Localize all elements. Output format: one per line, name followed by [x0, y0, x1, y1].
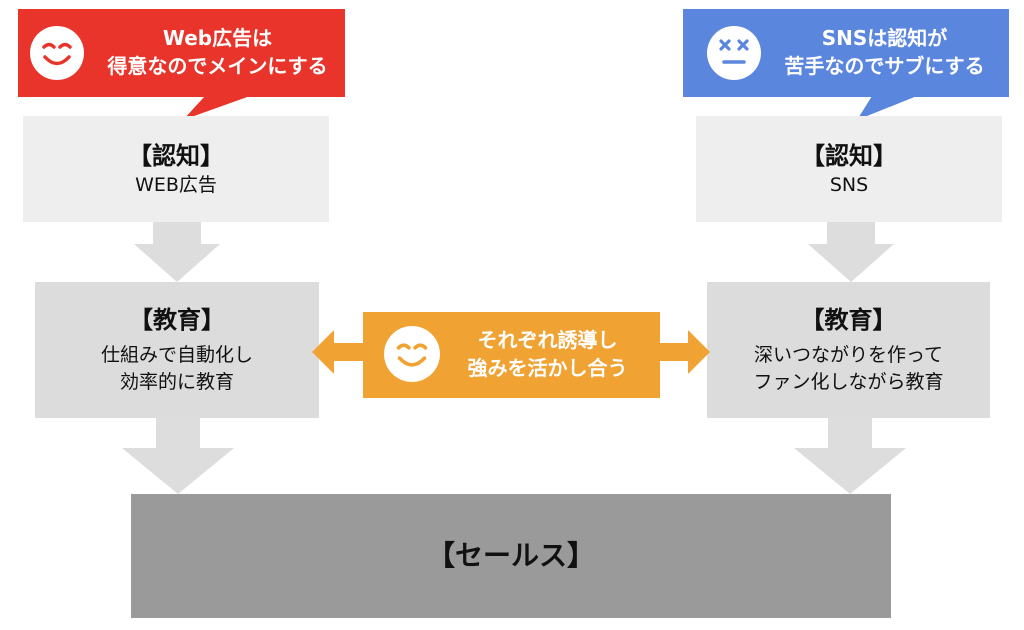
left-awareness-title: 【認知】	[128, 141, 224, 170]
smiling-face-icon	[30, 26, 84, 80]
left-education-title: 【教育】	[129, 306, 225, 334]
left-education-box: 【教育】 仕組みで自動化し 効率的に教育	[35, 282, 319, 418]
right-education-line1: 深いつながりを作って	[753, 344, 944, 366]
center-callout-text: それぞれ誘導し 強みを活かし合う	[450, 326, 645, 382]
right-awareness-box: 【認知】 SNS	[696, 116, 1002, 222]
right-callout-line1: SNSは認知が	[821, 26, 948, 50]
left-education-line2: 効率的に教育	[119, 371, 234, 393]
left-awareness-label: WEB広告	[135, 173, 217, 196]
left-callout-line2: 得意なのでメインにする	[107, 54, 328, 78]
sales-title: 【セールス】	[426, 539, 595, 572]
left-callout-text: Web広告は 得意なのでメインにする	[95, 24, 340, 80]
center-callout-line1: それぞれ誘導し	[477, 328, 618, 352]
left-down-arrow-2	[122, 418, 234, 494]
center-callout-line2: 強みを活かし合う	[467, 356, 628, 380]
right-education-line2: ファン化しながら教育	[753, 371, 944, 393]
right-down-arrow-1	[808, 222, 894, 282]
right-education-box: 【教育】 深いつながりを作って ファン化しながら教育	[707, 282, 990, 418]
right-callout-text: SNSは認知が 苦手なのでサブにする	[772, 24, 997, 80]
sales-box: 【セールス】	[131, 494, 891, 618]
right-awareness-title: 【認知】	[801, 141, 897, 170]
right-callout-line2: 苦手なのでサブにする	[784, 54, 985, 78]
right-awareness-label: SNS	[829, 173, 869, 196]
left-down-arrow-1	[134, 222, 220, 282]
left-education-line1: 仕組みで自動化し	[100, 344, 253, 366]
left-awareness-box: 【認知】 WEB広告	[23, 116, 329, 222]
smiling-face-icon	[384, 326, 440, 382]
left-callout-line1: Web広告は	[162, 26, 273, 50]
right-down-arrow-2	[794, 418, 906, 494]
right-education-title: 【教育】	[800, 306, 897, 334]
dizzy-face-icon	[707, 26, 761, 80]
